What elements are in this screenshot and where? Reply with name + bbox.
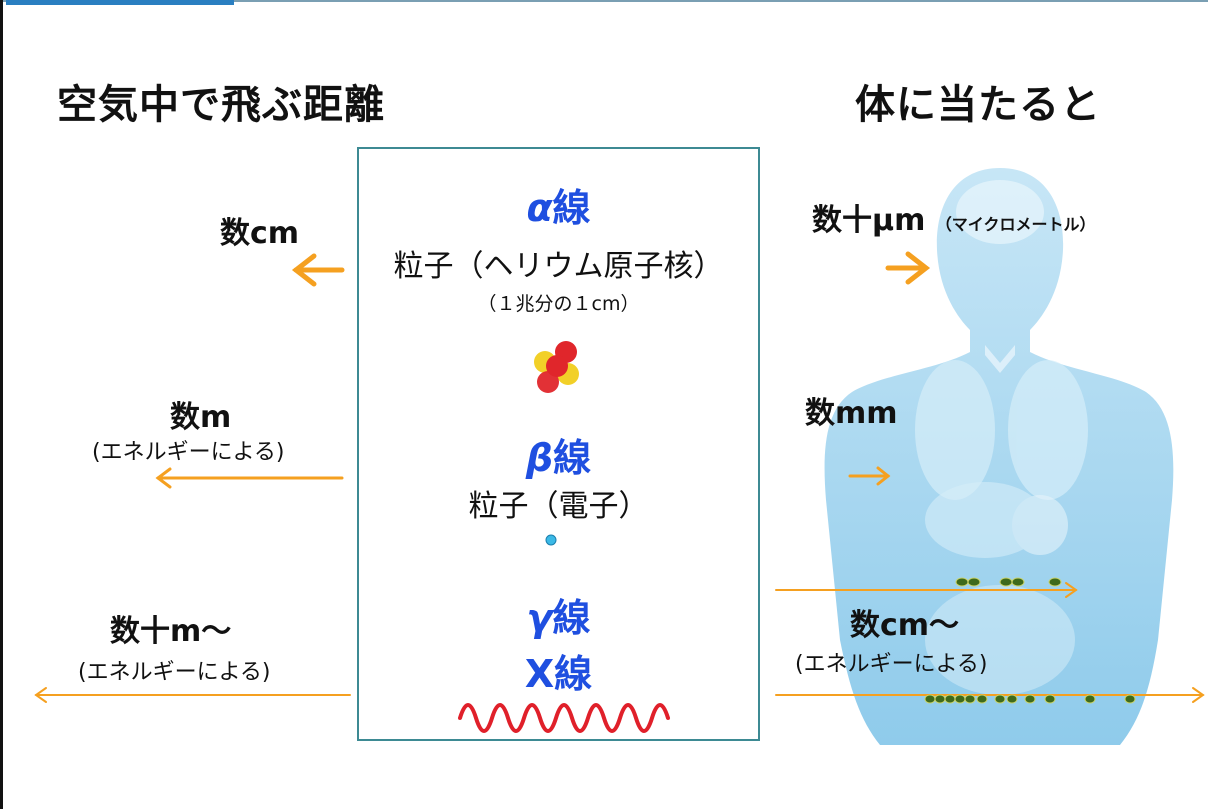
throat-icon [985,345,1015,373]
gamma-air-note: (エネルギーによる) [78,660,271,685]
gamma-body-arrow-lower [775,687,1205,703]
electromagnetic-wave-icon [458,703,670,733]
alpha-body-arrow [885,251,931,285]
alpha-symbol: α [526,186,553,230]
gamma-body-arrow-upper [775,582,1078,598]
alpha-air-arrow [291,253,345,287]
beta-air-distance: 数m [170,400,232,435]
gamma-body-distance: 数cm～ [850,608,960,643]
electron-icon [545,534,557,546]
alpha-body-distance-unit-note: （マイクロメートル） [935,215,1096,234]
helium-nucleus-icon [534,341,579,393]
ionization-dots-upper [955,577,1062,587]
beta-body-distance: 数mm [805,396,898,431]
alpha-size-label: （１兆分の１cm） [477,293,640,315]
alpha-body-distance-value: 数十μm [812,203,926,238]
ionization-dots-lower [924,694,1136,704]
beta-air-note: (エネルギーによる) [92,440,285,465]
top-frame-line [0,0,1208,2]
gamma-ray-title: γ線 [359,587,758,642]
left-frame-line [0,0,3,809]
radiation-types-box: α線 粒子（ヘリウム原子核） （１兆分の１cm） β線 粒子（電子） γ線 X線 [357,147,760,741]
beta-symbol: β [525,436,554,480]
beta-suffix: 線 [553,436,592,480]
body-silhouette [824,168,1174,745]
beta-ray-title: β線 [359,427,758,482]
abdomen-organs-icon [925,482,1075,695]
beta-body-arrow [848,466,891,486]
alpha-particle-label: 粒子（ヘリウム原子核） [393,249,724,284]
gamma-air-arrow [34,687,351,703]
gamma-air-distance: 数十m～ [110,614,232,649]
brain-icon [956,180,1044,244]
gamma-body-note: (エネルギーによる) [795,652,988,677]
lungs-icon [915,360,1088,500]
beta-air-arrow [155,467,344,489]
alpha-air-distance: 数cm [220,216,300,251]
gamma-suffix: 線 [552,596,591,640]
beta-particle-label: 粒子（電子） [468,489,649,524]
top-frame-tab [6,0,234,5]
alpha-ray-title: α線 [359,177,758,232]
x-ray-title: X線 [524,652,593,696]
air-distance-heading: 空気中で飛ぶ距離 [57,82,385,128]
gamma-symbol: γ [526,596,553,640]
alpha-body-distance: 数十μm （マイクロメートル） [812,195,1095,239]
alpha-suffix: 線 [552,186,591,230]
body-effect-heading: 体に当たると [855,82,1101,128]
